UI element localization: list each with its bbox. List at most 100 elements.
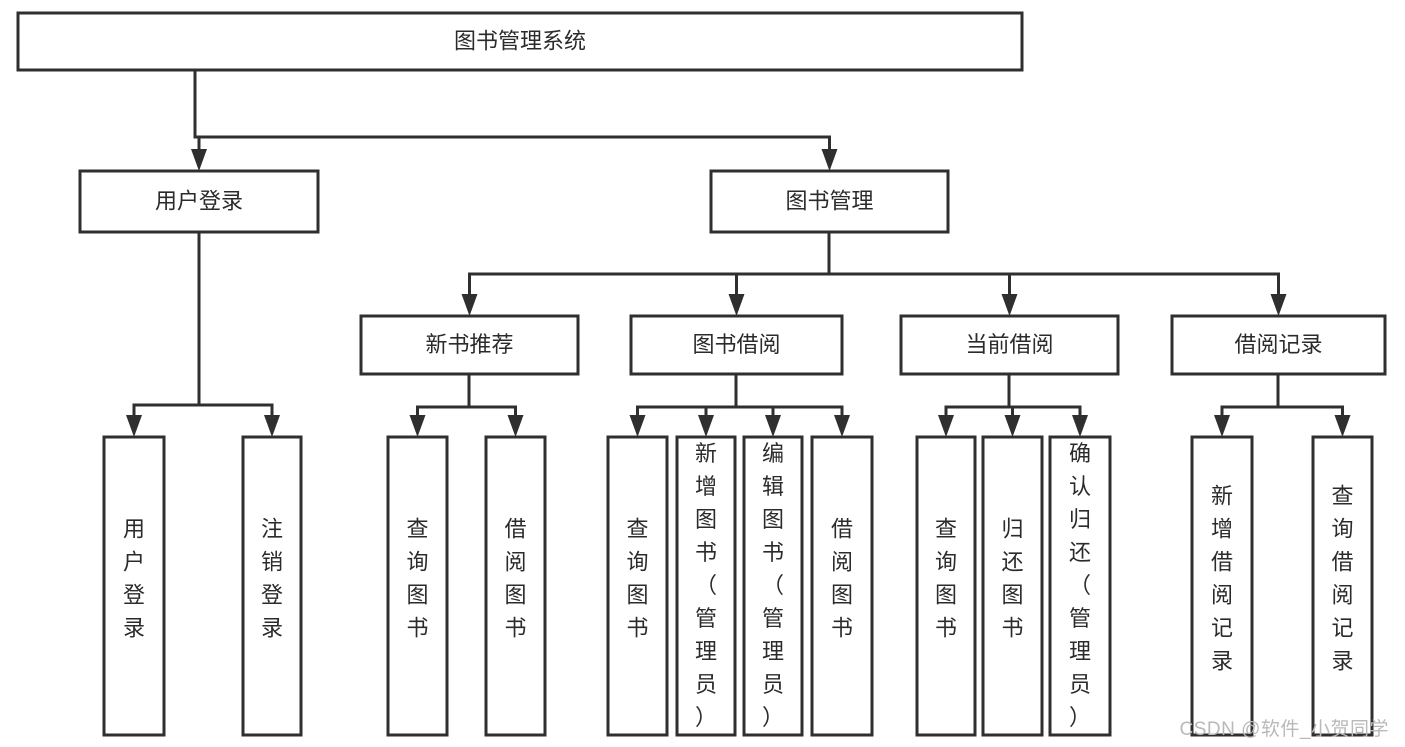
node-leaf-borrow-book[interactable]: 借阅图书 [810, 435, 874, 737]
node-box[interactable] [629, 314, 844, 376]
edge-line [944, 374, 1011, 415]
edge-line [735, 232, 831, 294]
node-label: 新增借阅记录 [1211, 484, 1233, 674]
node-label: 查询借阅记录 [1331, 484, 1353, 674]
node-box[interactable] [484, 435, 547, 737]
arrow-head-icon [728, 294, 745, 316]
node-label: 查询图书 [406, 517, 428, 641]
node-leaf-confirm-return[interactable]: 确认归还（管理员） [1048, 435, 1112, 737]
nodes-layer: 图书管理系统用户登录图书管理新书推荐图书借阅当前借阅借阅记录用户登录注销登录查询… [16, 11, 1387, 737]
node-label: 用户登录 [123, 517, 145, 641]
node-box[interactable] [78, 169, 320, 234]
node-box[interactable] [742, 435, 804, 737]
node-box[interactable] [386, 435, 449, 737]
edge-line [132, 232, 201, 415]
edge-user-login-to-leaf-logout [197, 232, 280, 437]
edge-line [827, 232, 1011, 294]
node-root[interactable]: 图书管理系统 [16, 11, 1024, 72]
node-box[interactable] [810, 435, 874, 737]
node-leaf-query-record[interactable]: 查询借阅记录 [1311, 435, 1374, 737]
node-leaf-query-book-current[interactable]: 查询图书 [915, 435, 977, 737]
node-leaf-user-login[interactable]: 用户登录 [102, 435, 166, 737]
node-borrow-record[interactable]: 借阅记录 [1170, 314, 1387, 376]
arrow-head-icon [765, 415, 781, 437]
arrow-head-icon [264, 415, 280, 437]
node-box[interactable] [1170, 314, 1387, 376]
node-leaf-query-book-rec[interactable]: 查询图书 [386, 435, 449, 737]
node-box[interactable] [606, 435, 669, 737]
node-user-login[interactable]: 用户登录 [78, 169, 320, 234]
node-leaf-query-book-borrow[interactable]: 查询图书 [606, 435, 669, 737]
edge-book-borrow-to-leaf-borrow-book [734, 374, 850, 437]
arrow-head-icon [1072, 415, 1088, 437]
edge-root-to-user-login [191, 70, 207, 171]
arrow-head-icon [834, 415, 850, 437]
node-box[interactable] [899, 314, 1120, 376]
arrow-head-icon [1004, 415, 1021, 437]
node-leaf-borrow-book-rec[interactable]: 借阅图书 [484, 435, 547, 737]
node-book-manage[interactable]: 图书管理 [709, 169, 950, 234]
node-label: 图书管理系统 [454, 28, 586, 53]
edge-line [468, 232, 831, 294]
edge-line [1007, 374, 1082, 415]
node-leaf-edit-book[interactable]: 编辑图书（管理员） [742, 435, 804, 737]
arrow-head-icon [461, 294, 478, 316]
arrow-head-icon [821, 149, 838, 171]
node-label: 归还图书 [1001, 517, 1023, 641]
node-box[interactable] [1190, 435, 1254, 737]
edge-line [416, 374, 471, 415]
node-label: 图书借阅 [692, 332, 780, 357]
node-label: 编辑图书（管理员） [762, 441, 784, 730]
node-label: 图书管理 [785, 188, 873, 213]
node-label: 确认归还（管理员） [1069, 441, 1091, 730]
edge-book-manage-to-borrow-record [827, 232, 1287, 316]
node-label: 查询图书 [935, 517, 957, 641]
edge-root-to-book-manage [193, 70, 838, 171]
edge-line [734, 374, 844, 415]
node-label: 新书推荐 [425, 332, 513, 357]
edge-current-borrow-to-leaf-query-book-current [938, 374, 1011, 437]
edge-line [704, 374, 738, 415]
node-box[interactable] [1311, 435, 1374, 737]
arrow-head-icon [1270, 294, 1287, 316]
arrow-head-icon [126, 415, 142, 437]
node-leaf-add-record[interactable]: 新增借阅记录 [1190, 435, 1254, 737]
node-book-borrow[interactable]: 图书借阅 [629, 314, 844, 376]
edge-current-borrow-to-leaf-confirm-return [1007, 374, 1088, 437]
arrow-head-icon [629, 415, 646, 437]
node-label: 借阅图书 [504, 517, 526, 641]
edge-line [636, 374, 738, 415]
node-box[interactable] [915, 435, 977, 737]
node-leaf-add-book[interactable]: 新增图书（管理员） [675, 435, 737, 737]
arrow-head-icon [1334, 415, 1351, 437]
node-leaf-return-book[interactable]: 归还图书 [981, 435, 1044, 737]
edge-line [1220, 374, 1280, 415]
node-box[interactable] [675, 435, 737, 737]
edge-user-login-to-leaf-user-login [126, 232, 201, 437]
arrow-head-icon [1214, 415, 1230, 437]
node-current-borrow[interactable]: 当前借阅 [899, 314, 1120, 376]
edge-line [197, 232, 274, 415]
node-box[interactable] [359, 314, 580, 376]
node-box[interactable] [981, 435, 1044, 737]
edge-line [1276, 374, 1344, 415]
node-label: 查询图书 [626, 517, 648, 641]
node-box[interactable] [709, 169, 950, 234]
arrow-head-icon [409, 415, 426, 437]
node-label: 当前借阅 [965, 332, 1053, 357]
edge-book-manage-to-book-borrow [728, 232, 831, 316]
edge-borrow-record-to-leaf-add-record [1214, 374, 1280, 437]
node-label: 借阅记录 [1234, 332, 1322, 357]
node-box[interactable] [1048, 435, 1112, 737]
node-leaf-logout[interactable]: 注销登录 [241, 435, 303, 737]
node-box[interactable] [16, 11, 1024, 72]
node-box[interactable] [102, 435, 166, 737]
node-label: 借阅图书 [831, 517, 853, 641]
arrow-head-icon [938, 415, 954, 437]
node-box[interactable] [241, 435, 303, 737]
edge-line [193, 70, 831, 149]
arrow-head-icon [507, 415, 524, 437]
node-new-book-rec[interactable]: 新书推荐 [359, 314, 580, 376]
